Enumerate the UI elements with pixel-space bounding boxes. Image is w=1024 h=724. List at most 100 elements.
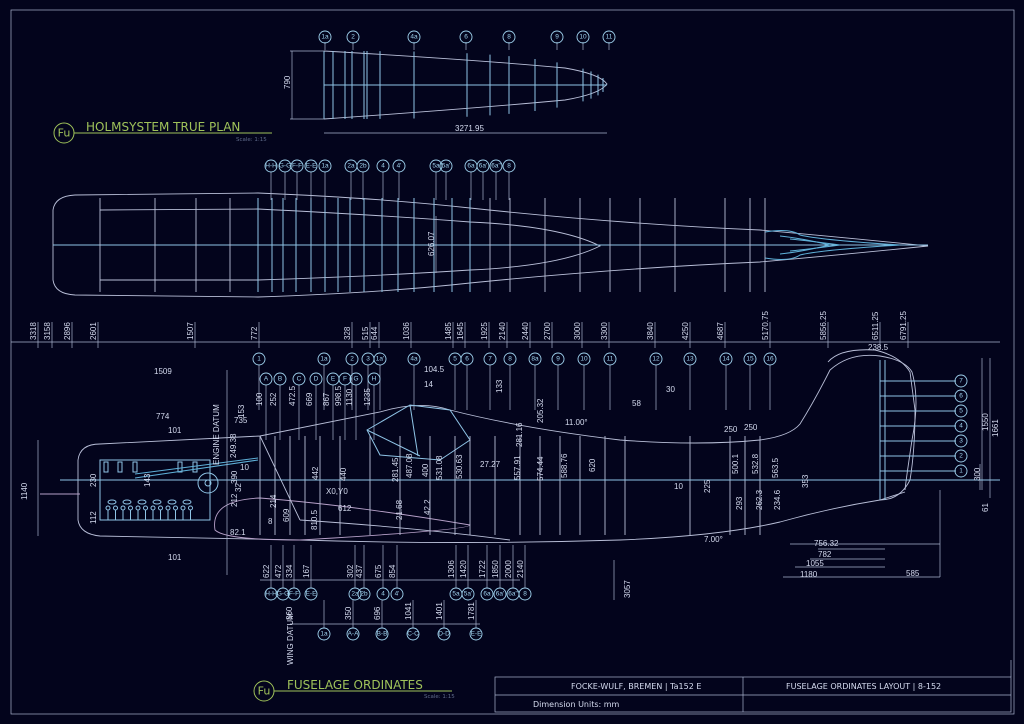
lower-dim-E-E: 167 (302, 564, 311, 578)
station-dim-label: 6791.25 (899, 311, 908, 340)
station-dim-label: 1507 (186, 322, 195, 340)
holm-station-11: 11 (602, 30, 616, 44)
station-bubble-label: 6 (959, 393, 963, 400)
station-bubble-circle (480, 587, 494, 601)
dim-d28145: 281.45 (391, 457, 400, 482)
lower-dim-6a": 2000 (504, 560, 513, 578)
dim-d101b: 101 (168, 553, 182, 562)
station-bubble-label: 6a (467, 163, 475, 170)
station-bubble-label: 3 (959, 438, 963, 445)
station-dim-label: 644 (370, 326, 379, 340)
dim-d225: 225 (703, 479, 712, 493)
holm-station-10: 10 (576, 30, 590, 44)
station-dim-label: 2140 (498, 322, 507, 340)
lower-dim-2b: 437 (355, 564, 364, 578)
station-dim-label: 3000 (573, 322, 582, 340)
station-bubble-label: F (343, 376, 347, 383)
station-bubble-label: G-G (279, 163, 291, 170)
station-bubble-label: 7 (488, 356, 492, 363)
station-bubble-label: 2a (351, 591, 359, 598)
station-bubble-label: 6 (465, 356, 469, 363)
spar-ribs (323, 51, 604, 119)
dim-d28116: 281.16 (515, 422, 524, 447)
station-bubble-circle (406, 627, 420, 641)
frame-bubble-7: 7 (483, 352, 497, 366)
station-bubble-label: 6a (483, 591, 491, 598)
station-bubble-label: 4' (397, 163, 402, 170)
fuselage-scale: Scale: 1:15 (424, 694, 455, 700)
dim-d8: 8 (268, 517, 273, 526)
lower-dim-2a: 302 (346, 564, 355, 578)
dim-d14: 14 (424, 380, 433, 389)
wing-datum-label: WING DATUM (286, 613, 295, 665)
dim-d774: 774 (156, 412, 170, 421)
station-bubble-circle (376, 159, 390, 173)
lower-dim-G-G: 472 (274, 564, 283, 578)
station-dim-label: 3318 (29, 322, 38, 340)
top-station-5a': 5a' (439, 159, 453, 173)
letter-dim-C: 472.5 (288, 385, 297, 406)
engine-datum-label: ENGINE DATUM (212, 404, 221, 465)
lower-bubble-8: 8 (518, 587, 532, 601)
holm-span-dim: 3271.95 (455, 124, 484, 133)
station-bubble-label: E-E (306, 591, 318, 598)
station-bubble-circle (390, 587, 404, 601)
station-bubble-label: E-E (306, 163, 318, 170)
station-dim-label: 5170.75 (761, 311, 770, 340)
dim-d782: 782 (818, 550, 832, 559)
station-dim-label: 3158 (43, 322, 52, 340)
station-bubble-label: 16 (766, 356, 774, 363)
station-bubble-circle (576, 30, 590, 44)
station-bubble-label: 6a' (479, 163, 487, 170)
station-bubble-circle (602, 30, 616, 44)
station-bubble-circle (276, 587, 290, 601)
station-bubble-circle (954, 389, 968, 403)
station-dim-label: 4687 (716, 322, 725, 340)
dim-d400: 400 (421, 463, 430, 477)
station-bubble-label: A (264, 376, 269, 383)
station-bubble-label: 10 (580, 356, 588, 363)
top-view-outline (52, 192, 929, 298)
dim-d300: 300 (973, 467, 982, 481)
dim-d53063: 530.63 (455, 454, 464, 479)
station-dim-label: 4250 (681, 322, 690, 340)
station-bubble-label: 2 (351, 34, 355, 41)
station-bubble-label: 13 (686, 356, 694, 363)
letter-bubble-C: C (292, 372, 306, 386)
title-block-units: Dimension Units: mm (533, 700, 620, 709)
dim-d1055: 1055 (806, 559, 824, 568)
station-bubble-circle (954, 464, 968, 478)
station-bubble-label: 2 (350, 356, 354, 363)
station-bubble-label: E-E (471, 631, 483, 638)
frame-bubble-4a: 4a (407, 352, 421, 366)
station-bubble-label: 11 (606, 34, 613, 41)
station-bubble-label: 1a (321, 34, 329, 41)
station-bubble-circle (954, 374, 968, 388)
station-bubble-label: 7 (959, 378, 963, 385)
station-bubble-label: E (331, 376, 336, 383)
station-bubble-label: C-C (407, 631, 419, 638)
lower-bubble-2b: 2b (357, 587, 371, 601)
dim-d30: 30 (666, 385, 675, 394)
top-station-4: 4 (376, 159, 390, 173)
dim-d133: 133 (495, 379, 504, 393)
top-station-2a: 2a (344, 159, 358, 173)
dim-d20532: 205.32 (536, 398, 545, 423)
lower-dim-4': 854 (388, 564, 397, 578)
station-bubble-circle (954, 434, 968, 448)
station-bubble-label: 5 (453, 356, 457, 363)
station-bubble-circle (429, 159, 443, 173)
frame-bubble-1: 1 (252, 352, 266, 366)
station-bubble-label: F-F (292, 163, 302, 170)
station-bubble-circle (459, 30, 473, 44)
station-bubble-label: 2b (359, 163, 367, 170)
tail-bubble-4: 4 (954, 419, 968, 433)
station-bubble-label: 5a (432, 163, 440, 170)
frame-bubble-13: 13 (683, 352, 697, 366)
dim-d1180: 1180 (800, 570, 818, 579)
station-bubble-label: 11 (607, 356, 614, 363)
top-station-8: 8 (502, 159, 516, 173)
dim-d250b: 250 (744, 423, 758, 432)
